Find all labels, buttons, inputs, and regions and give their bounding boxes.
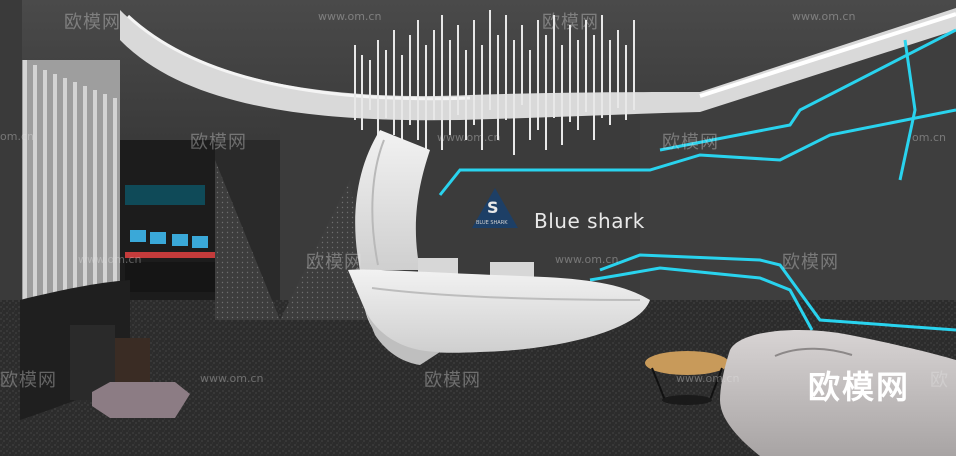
reception-desk [348, 269, 650, 353]
dotted-partition [280, 180, 370, 320]
watermark-brand-large: 欧模网 [808, 368, 911, 406]
watermark-brand: 欧模网 [424, 370, 481, 391]
neon-lines [438, 28, 956, 332]
watermark-url: www.om.cn [78, 253, 142, 266]
watermark-brand: 欧模网 [64, 12, 121, 33]
watermark-url: www.om.cn [318, 10, 382, 23]
watermark-url: om.cn [912, 131, 946, 144]
watermark-brand: 欧模网 [662, 132, 719, 153]
watermark-brand: 欧模网 [542, 12, 599, 33]
left-slat-wall [0, 0, 120, 310]
lounge-sofa [720, 330, 956, 456]
watermark-url: www.om.cn [792, 10, 856, 23]
coffee-table-top [645, 351, 729, 375]
watermark-url: om.cn [0, 130, 34, 143]
stool-brown [115, 338, 150, 388]
brand-logo-caption: BLUE SHARK [476, 220, 508, 226]
pendant-lights [354, 10, 635, 155]
brand-name: Blue shark [534, 209, 645, 233]
watermark-brand: 欧模网 [782, 252, 839, 273]
watermark-brand: 欧模网 [190, 132, 247, 153]
watermark-brand: 欧 [930, 370, 949, 391]
brand-logo-letter: S [487, 198, 499, 217]
watermark-url: www.om.cn [676, 372, 740, 385]
gaming-area [120, 140, 215, 300]
dotted-partition-left [215, 160, 280, 320]
ottoman [92, 382, 190, 418]
right-wall [640, 20, 956, 380]
brand-logo [472, 188, 518, 228]
watermark-url: www.om.cn [555, 253, 619, 266]
watermark-url: www.om.cn [437, 131, 501, 144]
watermark-brand: 欧模网 [306, 252, 363, 273]
watermark-url: www.om.cn [200, 372, 264, 385]
watermark-brand: 欧模网 [0, 370, 57, 391]
